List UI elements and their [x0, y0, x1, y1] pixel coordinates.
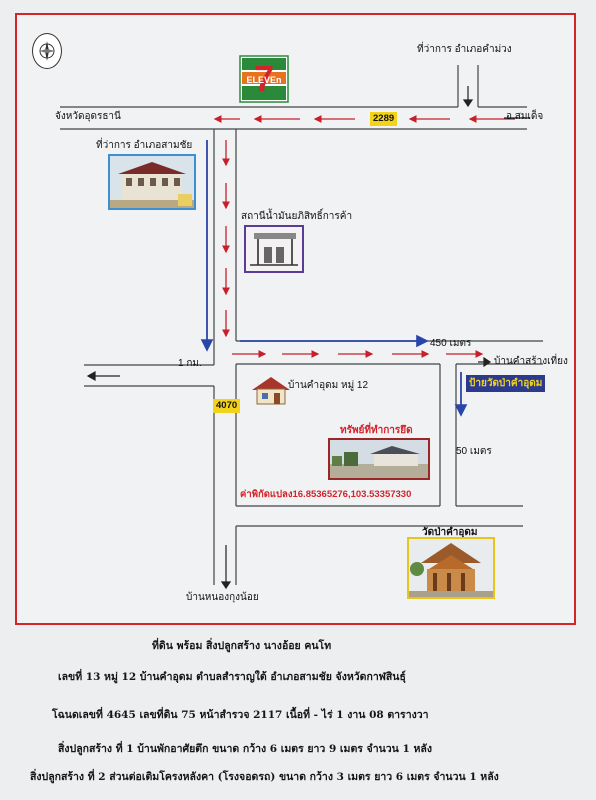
badge-route-4070: 4070 — [213, 399, 241, 413]
direction-arrows-blue — [200, 140, 468, 417]
footer-line-3: โฉนดเลขที่ 4645 เลขที่ดิน 75 หน้าสำรวจ 2… — [52, 709, 429, 721]
badge-route-2289: 2289 — [370, 112, 398, 126]
label-property: ทรัพย์ที่ทำการยึด — [340, 425, 413, 436]
gas-station-icon — [244, 225, 304, 273]
footer-line-1: ที่ดิน พร้อม สิ่งปลูกสร้าง นางอ้อย คนโท — [152, 640, 332, 652]
district-office-photo — [108, 154, 196, 210]
label-temple: วัดป่าคำอุดม — [422, 527, 478, 538]
black-arrows — [86, 86, 530, 590]
property-photo — [328, 438, 430, 480]
label-village-moo: บ้านคำอุดม หมู่ 12 — [288, 380, 369, 391]
svg-text:7: 7 — [254, 58, 274, 99]
direction-arrows-red — [213, 115, 515, 358]
label-left-office: ที่ว่าการ อำเภอสามชัย — [96, 140, 193, 151]
label-gas-station: สถานีน้ำมันยภิสิทธิ์การค้า — [241, 211, 353, 222]
label-top-left: จังหวัดอุดรธานี — [55, 111, 121, 122]
label-distance-450: 450 เมตร — [430, 338, 472, 349]
footer-line-2: เลขที่ 13 หมู่ 12 บ้านคำอุดม ตำบลสำราญใต… — [58, 671, 406, 683]
label-distance-1km: 1 กม. — [178, 358, 202, 369]
map-frame — [15, 13, 576, 625]
compass-icon — [32, 33, 62, 69]
temple-photo — [407, 537, 495, 599]
label-distance-50: 50 เมตร — [456, 446, 492, 457]
label-coordinates: ค่าพิกัดแปลง16.85365276,103.53357330 — [240, 489, 412, 500]
footer-line-4: สิ่งปลูกสร้าง ที่ 1 บ้านพักอาศัยตึก ขนาด… — [58, 743, 432, 755]
label-top-right-office: ที่ว่าการ อำเภอคำม่วง — [417, 44, 512, 55]
label-right-top: อ.สมเด็จ — [506, 111, 544, 122]
seven-eleven-logo: 7 ELEVEn — [239, 55, 289, 103]
roads — [60, 65, 543, 585]
label-bottom-village: บ้านหนองกุงน้อย — [186, 592, 259, 603]
house-icon — [250, 374, 292, 406]
footer-line-5: สิ่งปลูกสร้าง ที่ 2 ส่วนต่อเติมโครงหลังค… — [30, 771, 499, 783]
label-village-right: บ้านคำสร้างเที่ยง — [494, 356, 568, 367]
seven-eleven-text: ELEVEn — [246, 75, 281, 85]
sign-temple: ป้ายวัดป่าคำอุดม — [466, 375, 546, 392]
